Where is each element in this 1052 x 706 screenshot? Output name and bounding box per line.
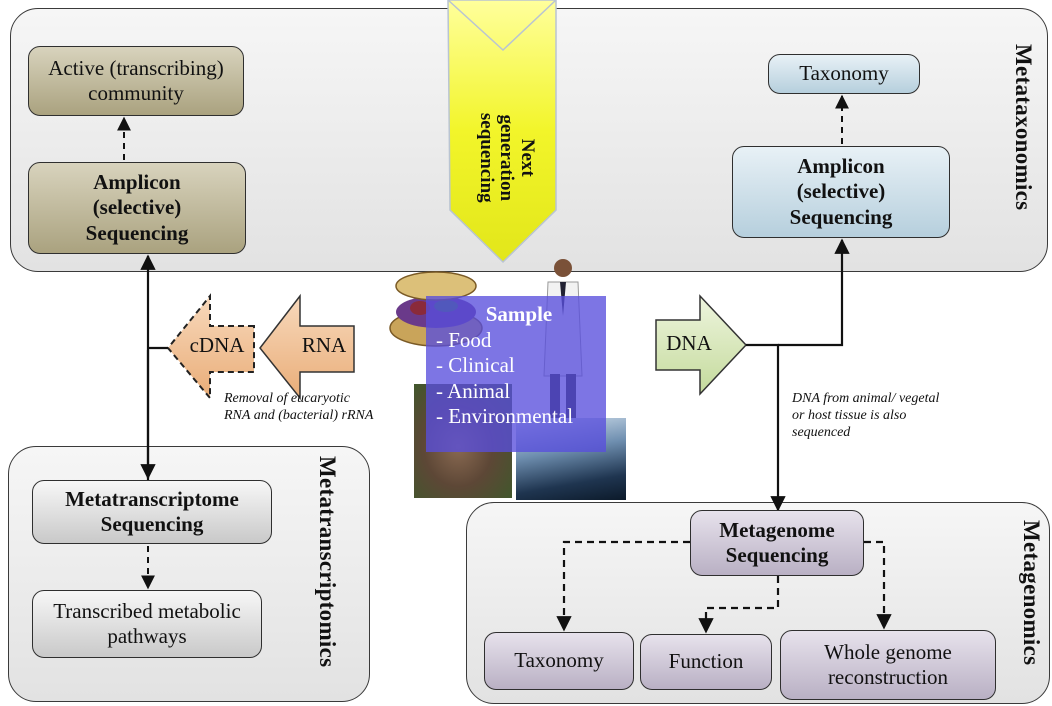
metatranscriptomics-label: Metatranscriptomics (315, 456, 340, 668)
transcribed-pathways-box: Transcribed metabolic pathways (32, 590, 262, 658)
whole-genome-box: Whole genome reconstruction (780, 630, 996, 700)
amplicon-right-box: Amplicon (selective) Sequencing (732, 146, 950, 238)
metagenome-seq-box: Metagenome Sequencing (690, 510, 864, 576)
taxonomy-top-box: Taxonomy (768, 54, 920, 94)
ngs-arrow-notch (447, 0, 557, 52)
cdna-label: cDNA (189, 333, 245, 357)
sample-item-animal: - Animal (436, 378, 511, 403)
amplicon-left-box: Amplicon (selective) Sequencing (28, 162, 246, 254)
sample-item-food: - Food (436, 327, 492, 352)
sample-item-clinical: - Clinical (436, 353, 515, 378)
cdna-arrow-shape (166, 293, 255, 401)
metagenomics-label: Metagenomics (1019, 520, 1044, 666)
metatranscriptome-seq-box: Metatranscriptome Sequencing (32, 480, 272, 544)
ngs-arrow-shape (447, 0, 557, 264)
active-community-box: Active (transcribing) community (28, 46, 244, 116)
metataxonomics-label: Metataxonomics (1011, 44, 1036, 211)
sample-box: Sample - Food - Clinical - Animal - Envi… (426, 296, 606, 452)
sample-title: Sample (485, 302, 553, 326)
dna-arrow-shape (655, 294, 748, 396)
rna-label: RNA (301, 333, 347, 357)
dna-host-note: DNA from animal/ vegetal or host tissue … (792, 391, 940, 441)
metagenome-function-box: Function (640, 634, 772, 690)
dna-label: DNA (666, 331, 712, 355)
rna-arrow-shape (259, 293, 355, 401)
metagenome-taxonomy-box: Taxonomy (484, 632, 634, 690)
sample-item-environmental: - Environmental (436, 404, 574, 429)
removal-note: Removal of eucaryotic RNA and (bacterial… (224, 391, 374, 424)
ngs-label: Next generation sequencing (475, 113, 538, 203)
